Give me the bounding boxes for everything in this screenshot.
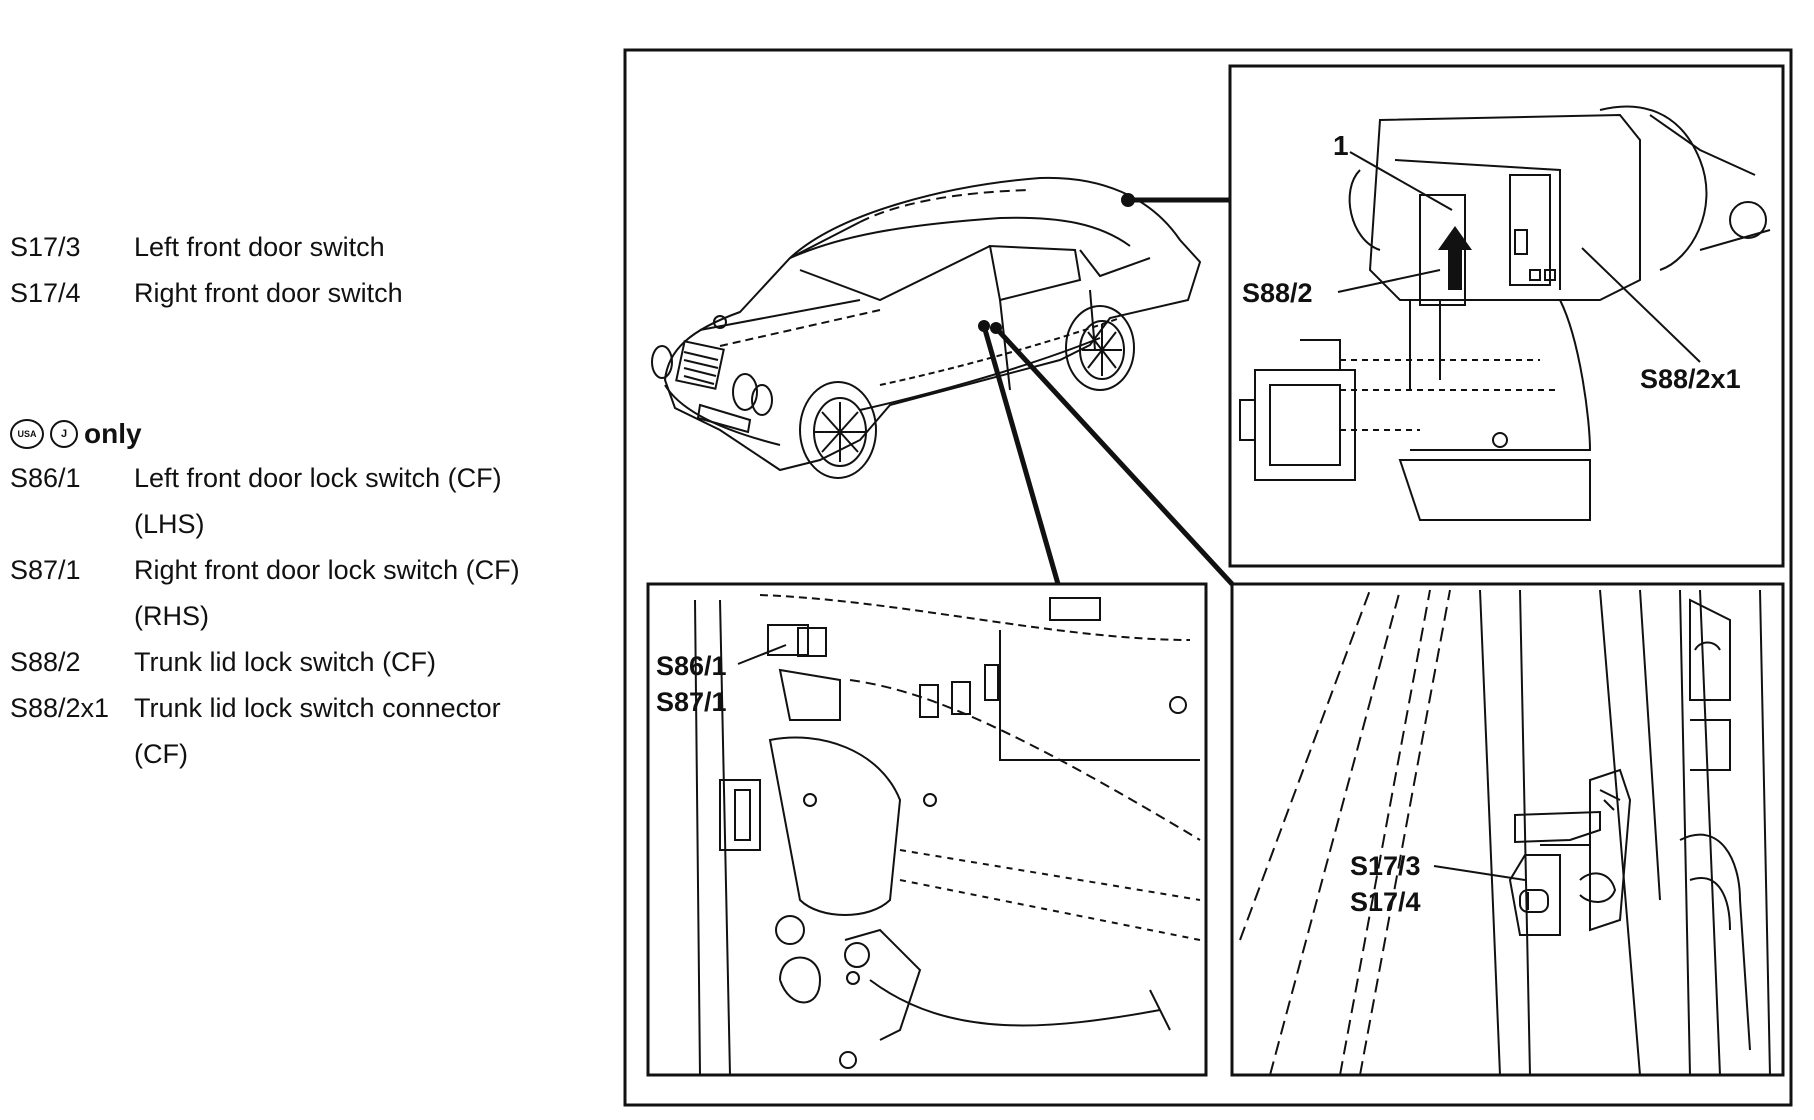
outer-frame [623, 48, 1793, 1107]
legend-desc-cont: (LHS) [134, 509, 205, 539]
callout-s17-3: S17/3 [1350, 851, 1421, 881]
legend-code: S88/2x1 [10, 693, 110, 723]
legend-code: S17/4 [10, 278, 81, 308]
trunk-mechanism [1239, 105, 1771, 521]
market-note: USA J only [10, 418, 142, 450]
callout-s86-1: S86/1 [656, 651, 727, 681]
legend-desc: Trunk lid lock switch connector [134, 693, 501, 723]
legend-code: S17/3 [10, 232, 81, 262]
only-label: only [84, 418, 142, 449]
door-switch-detail-box [1230, 582, 1785, 1077]
japan-badge-icon: J [50, 420, 78, 448]
trunk-detail-box [1228, 64, 1785, 568]
legend-code: S87/1 [10, 555, 81, 585]
door-lock-detail-box [646, 582, 1208, 1077]
door-lock-mechanism [694, 594, 1201, 1076]
legend-desc-cont: (RHS) [134, 601, 209, 631]
legend-desc: Left front door switch [134, 232, 385, 262]
legend-desc: Left front door lock switch (CF) [134, 463, 502, 493]
legend-code: S88/2 [10, 647, 81, 677]
callout-s88-2x1: S88/2x1 [1640, 364, 1741, 394]
callout-1: 1 [1333, 130, 1349, 161]
pull-arrow-icon [1438, 226, 1472, 290]
car-illustration [651, 176, 1202, 479]
callout-s87-1: S87/1 [656, 687, 727, 717]
callout-s88-2: S88/2 [1242, 278, 1313, 308]
legend-desc: Right front door lock switch (CF) [134, 555, 520, 585]
legend-desc: Right front door switch [134, 278, 403, 308]
legend-desc-cont: (CF) [134, 739, 188, 769]
usa-badge-icon: USA [10, 419, 44, 449]
legend-code: S86/1 [10, 463, 81, 493]
legend-desc: Trunk lid lock switch (CF) [134, 647, 437, 677]
callout-s17-4: S17/4 [1350, 887, 1421, 917]
door-pillar [1239, 589, 1771, 1076]
